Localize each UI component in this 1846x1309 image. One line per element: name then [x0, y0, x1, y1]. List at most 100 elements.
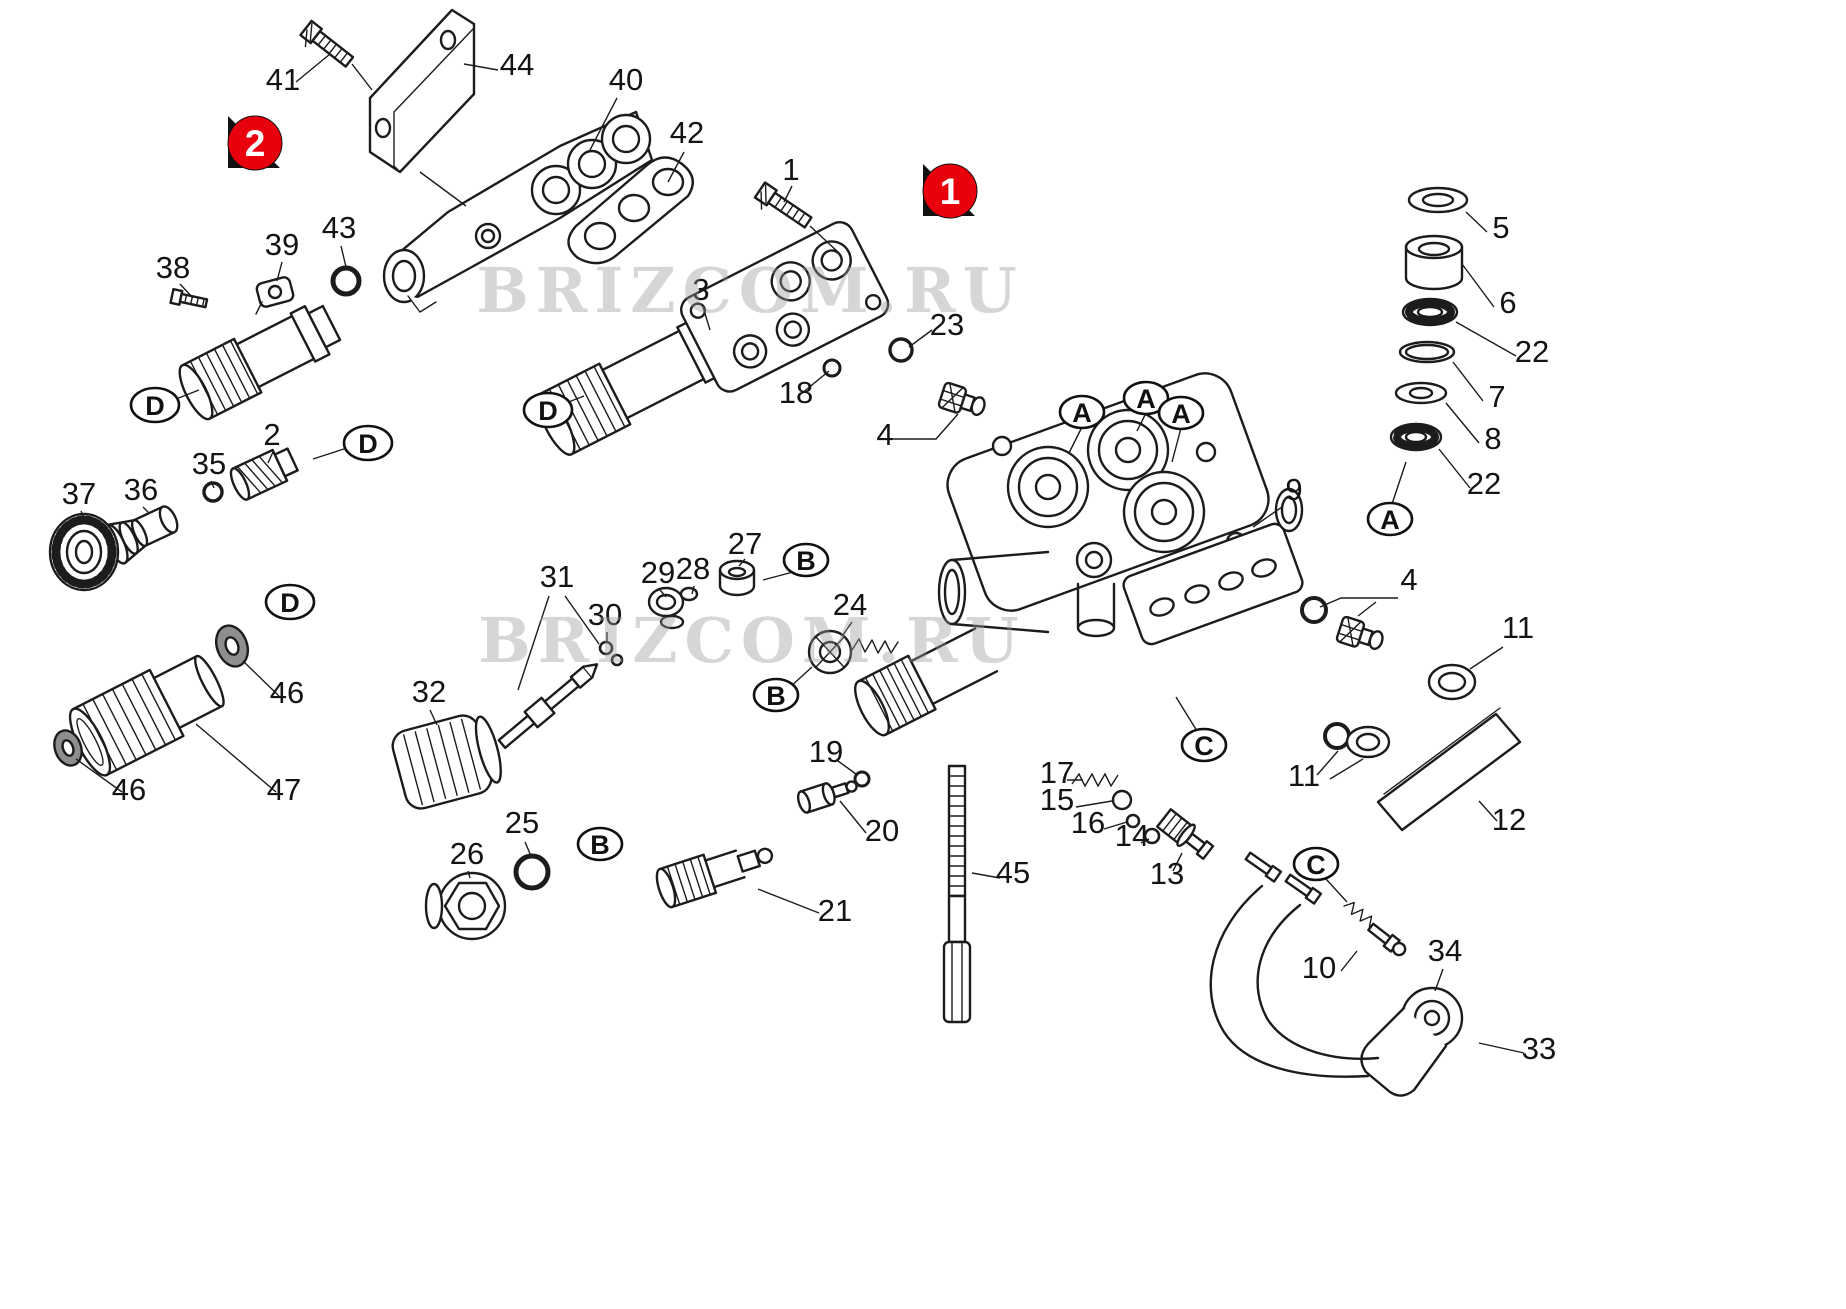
- svg-text:A: A: [1171, 399, 1191, 429]
- part-label-30: 30: [588, 597, 622, 632]
- part-label-36: 36: [124, 472, 158, 507]
- svg-text:D: D: [280, 588, 300, 618]
- part-label-46a: 46: [270, 675, 304, 710]
- part-oring-11: [1323, 722, 1351, 750]
- svg-text:C: C: [1306, 850, 1326, 880]
- callout-B-1: B: [782, 542, 830, 578]
- callout-B-3: B: [576, 826, 624, 862]
- part-oring-43: [330, 265, 362, 297]
- part-cap-11-lower: [1345, 725, 1391, 759]
- part-label-39: 39: [265, 227, 299, 262]
- svg-text:D: D: [538, 396, 558, 426]
- svg-text:A: A: [1136, 384, 1156, 414]
- part-bolt-1: [753, 181, 813, 229]
- part-washer-8: [1394, 381, 1448, 405]
- part-oring-14: [1143, 827, 1161, 845]
- watermark-upper: BRIZCOM.RU: [476, 254, 1023, 327]
- part-washer-46-lower: [53, 729, 83, 767]
- part-label-15: 15: [1040, 782, 1074, 817]
- part-cup-27: [718, 559, 756, 597]
- part-label-47: 47: [267, 772, 301, 807]
- part-label-34: 34: [1428, 933, 1462, 968]
- part-valve-29-28: [647, 586, 699, 630]
- part-label-19: 19: [809, 734, 843, 769]
- part-oring-23: [888, 337, 914, 363]
- part-screw-38: [169, 287, 209, 309]
- part-label-40: 40: [609, 62, 643, 97]
- svg-text:B: B: [590, 830, 610, 860]
- part-label-28: 28: [676, 551, 710, 586]
- part-label-22b: 22: [1467, 466, 1501, 501]
- part-label-6: 6: [1499, 285, 1516, 320]
- part-nut-37: [48, 512, 120, 592]
- part-washer-46-upper: [214, 624, 250, 668]
- callout-B-2: B: [752, 677, 800, 713]
- part-oring-25: [513, 853, 551, 891]
- part-sensor-34: [1360, 986, 1464, 1097]
- part-plug-26: [424, 871, 507, 941]
- part-ring-22-upper: [1401, 297, 1459, 327]
- part-valve-10: [1343, 901, 1407, 957]
- svg-text:1: 1: [940, 171, 961, 212]
- part-ring-22-lower: [1389, 422, 1443, 452]
- part-label-44: 44: [500, 47, 534, 82]
- callout-D-3: D: [342, 424, 394, 462]
- svg-text:C: C: [1194, 731, 1214, 761]
- part-outlet-tube-left: [178, 304, 342, 421]
- callout-A-1: A: [1058, 394, 1106, 430]
- part-label-10: 10: [1302, 950, 1336, 985]
- part-oring-4-right: [1300, 596, 1328, 624]
- part-bracket-44: [368, 8, 476, 174]
- part-label-2: 2: [263, 417, 280, 452]
- svg-text:A: A: [1380, 505, 1400, 535]
- part-bolt-45: [942, 764, 972, 1024]
- part-plate-12: [1376, 707, 1522, 832]
- part-label-45: 45: [996, 855, 1030, 890]
- part-bolt-41: [299, 19, 355, 68]
- part-seal-6: [1404, 234, 1464, 291]
- watermark-lower: BRIZCOM.RU: [478, 604, 1025, 677]
- svg-text:B: B: [766, 681, 786, 711]
- part-label-29: 29: [641, 555, 675, 590]
- part-washer-5: [1407, 186, 1469, 214]
- part-label-25: 25: [505, 805, 539, 840]
- part-spring-17: [1071, 772, 1119, 788]
- part-label-46b: 46: [112, 772, 146, 807]
- part-label-5: 5: [1492, 210, 1509, 245]
- callout-D-4: D: [264, 583, 316, 621]
- part-fitting-20: [796, 780, 858, 814]
- part-label-23: 23: [930, 307, 964, 342]
- callout-D-2: D: [522, 391, 574, 429]
- part-label-1: 1: [782, 152, 799, 187]
- part-label-7: 7: [1488, 379, 1505, 414]
- part-plug-24: [807, 629, 899, 675]
- part-oring-19: [853, 770, 871, 788]
- callout-D-1: D: [129, 386, 181, 424]
- part-label-26: 26: [450, 836, 484, 871]
- part-manifold-40: [382, 110, 654, 313]
- part-label-43: 43: [322, 210, 356, 245]
- svg-text:D: D: [145, 391, 165, 421]
- part-label-35: 35: [192, 446, 226, 481]
- part-oring-16: [1125, 813, 1141, 829]
- part-label-33: 33: [1522, 1031, 1556, 1066]
- part-cable-33: [1209, 851, 1380, 1078]
- badge-group-1: 1: [922, 163, 978, 219]
- callout-A-3: A: [1157, 395, 1205, 431]
- part-label-12: 12: [1492, 802, 1526, 837]
- part-label-20: 20: [865, 813, 899, 848]
- callout-A-2: A: [1122, 380, 1170, 416]
- part-label-14: 14: [1115, 818, 1149, 853]
- part-label-42: 42: [670, 115, 704, 150]
- part-label-38: 38: [156, 250, 190, 285]
- svg-text:D: D: [358, 429, 378, 459]
- part-label-11a: 11: [1502, 610, 1534, 645]
- part-oring-18: [822, 358, 842, 378]
- part-label-27: 27: [728, 526, 762, 561]
- part-label-17: 17: [1040, 755, 1074, 790]
- part-label-3: 3: [692, 272, 709, 307]
- part-label-16: 16: [1071, 805, 1105, 840]
- badge-1-circle: [922, 163, 978, 219]
